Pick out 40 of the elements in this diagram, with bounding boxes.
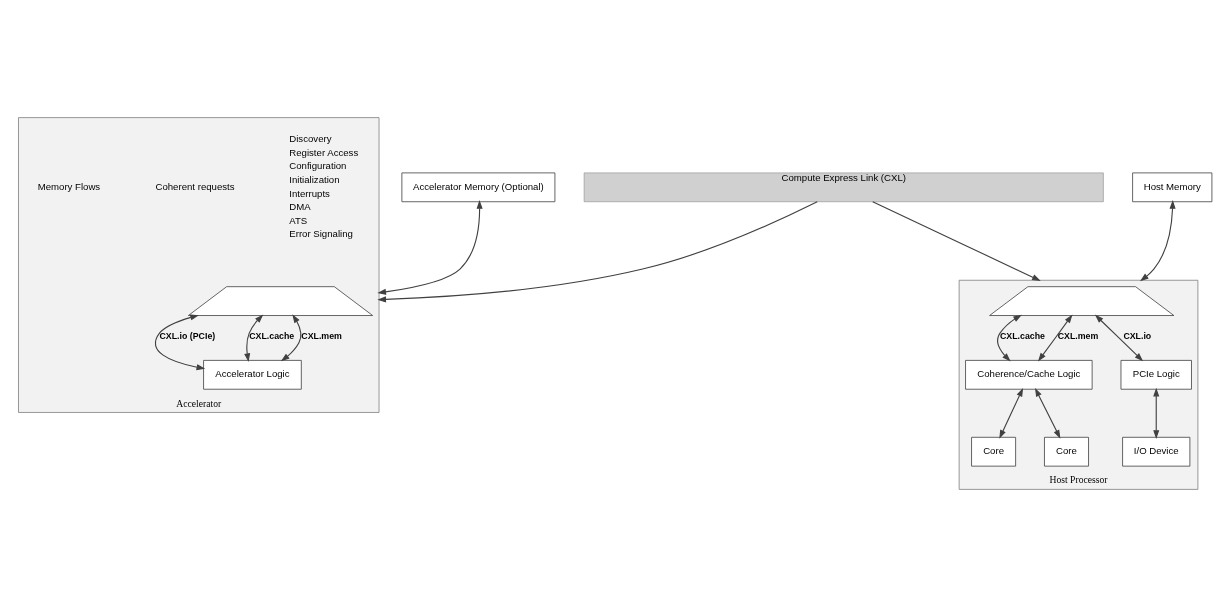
label: Configuration [289, 159, 347, 171]
edge-label: CXL.cache [249, 330, 295, 341]
node-box: Core [971, 436, 1016, 467]
node-box: Host Memory [1132, 172, 1213, 202]
label: Interrupts [289, 187, 330, 199]
label: Discovery [289, 132, 332, 144]
arrow [280, 313, 302, 361]
edge-label: CXL.mem [301, 330, 342, 341]
arrow [999, 387, 1024, 439]
node-box: Compute Express Link (CXL) [583, 172, 1104, 202]
node-trapezoid [989, 285, 1175, 316]
arrow [872, 200, 1041, 281]
node-trapezoid [187, 285, 374, 316]
edge-label: CXL.io [1123, 330, 1152, 341]
label: ATS [289, 214, 308, 226]
arrow [1140, 199, 1176, 281]
label: Memory Flows [37, 180, 101, 192]
arrow [244, 313, 264, 362]
arrow [1094, 314, 1144, 361]
arrow [997, 314, 1022, 361]
label: Error Signaling [289, 227, 353, 239]
node-box: Coherence/Cache Logic [965, 359, 1093, 390]
arrow [377, 199, 483, 295]
label: DMA [289, 200, 311, 212]
edge-label: CXL.cache [1000, 330, 1045, 341]
arrow [1153, 387, 1160, 439]
arrow [377, 200, 818, 302]
label: Coherent requests [155, 180, 235, 192]
arrow [1035, 387, 1061, 439]
edge-label: CXL.mem [1057, 330, 1099, 341]
arrow [1038, 313, 1073, 361]
node-box: I/O Device [1122, 436, 1191, 467]
node-box: PCIe Logic [1120, 359, 1192, 390]
node-box: Core [1044, 436, 1089, 467]
edge-label: CXL.io (PCIe) [159, 330, 216, 341]
arrow [154, 314, 206, 370]
node-box: Accelerator Logic [203, 359, 302, 390]
label: Register Access [289, 146, 359, 158]
node-box: Accelerator Memory (Optional) [401, 172, 556, 202]
label: Initialization [289, 173, 340, 185]
